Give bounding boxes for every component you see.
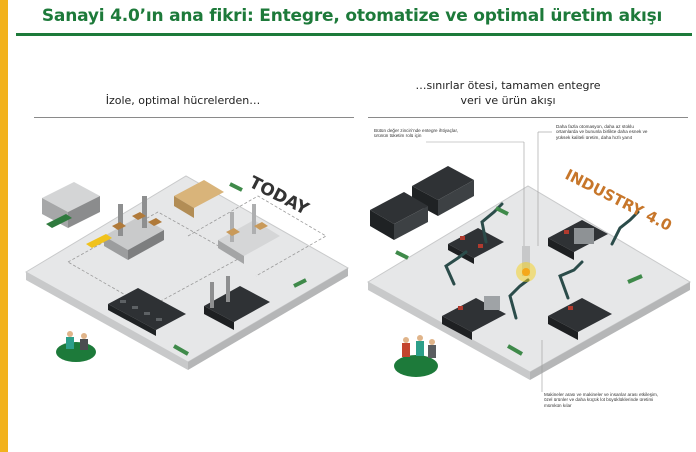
right-heading-rule (368, 117, 688, 118)
industry-flow-arrows (395, 206, 643, 356)
today-machine-cell-3 (204, 276, 270, 330)
industry-trucks (370, 166, 474, 240)
today-machine-cell-1 (104, 196, 164, 260)
page-title: Sanayi 4.0’ın ana fikri: Entegre, otomat… (41, 6, 663, 26)
annotation-value-chain: Bütün değer zinciri’nde entegre ihtiyaçl… (374, 128, 459, 139)
today-flow-arrows (173, 182, 307, 356)
industry-robot-cells (442, 220, 612, 340)
today-workers (56, 331, 96, 362)
today-conveyor (108, 288, 186, 336)
today-factory-floor (25, 175, 349, 370)
today-storage (42, 180, 224, 248)
left-panel-heading: İzole, optimal hücrelerden… (105, 94, 261, 107)
title-divider (16, 33, 692, 36)
right-heading-line2: veri ve ürün akışı (460, 94, 556, 107)
today-machine-cell-2 (218, 204, 280, 264)
annotation-automation: Daha fazla otomasyon, daha az stoklu ort… (556, 124, 648, 140)
right-panel-heading: …sınırlar ötesi, tamamen entegre veri ve… (378, 78, 638, 108)
industry-central-hub (516, 246, 536, 282)
factory-illustrations: TODAY (25, 131, 691, 392)
industry-workers (394, 335, 438, 377)
annotation-leaders (426, 131, 552, 392)
annotation-interaction: Makineler arası ve makineler ve insanlar… (544, 392, 659, 408)
left-heading-rule (34, 117, 354, 118)
right-heading-line1: …sınırlar ötesi, tamamen entegre (415, 79, 601, 92)
diagram-frame: Sanayi 4.0’ın ana fikri: Entegre, otomat… (8, 0, 696, 452)
